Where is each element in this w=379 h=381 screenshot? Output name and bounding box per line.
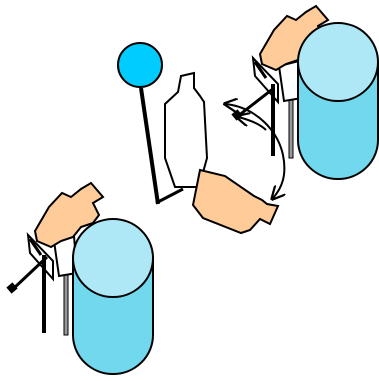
ball-icon [117, 42, 163, 88]
stand-diagonal [11, 255, 49, 291]
stand-rod [253, 61, 268, 79]
station-left [6, 181, 154, 375]
ball-on-stick [117, 42, 184, 205]
rotation-arrow-inner [238, 117, 267, 131]
ball-stick-rod [139, 87, 160, 205]
support-bar [63, 268, 69, 336]
ball-stick-foot [155, 187, 184, 205]
tilted-bottle-icon [191, 168, 280, 235]
cylinder-top-icon [297, 22, 379, 102]
support-bar [288, 95, 294, 159]
cylinder-top-icon [72, 218, 154, 298]
rotation-arrow-outer [226, 104, 284, 198]
stand-tip [6, 282, 18, 294]
rotation-arrow [226, 104, 284, 198]
stand-rod [28, 238, 43, 256]
stand-diagonal [237, 86, 275, 118]
station-right [231, 4, 379, 180]
hand-icon [33, 181, 105, 249]
stand-tip [231, 109, 243, 121]
